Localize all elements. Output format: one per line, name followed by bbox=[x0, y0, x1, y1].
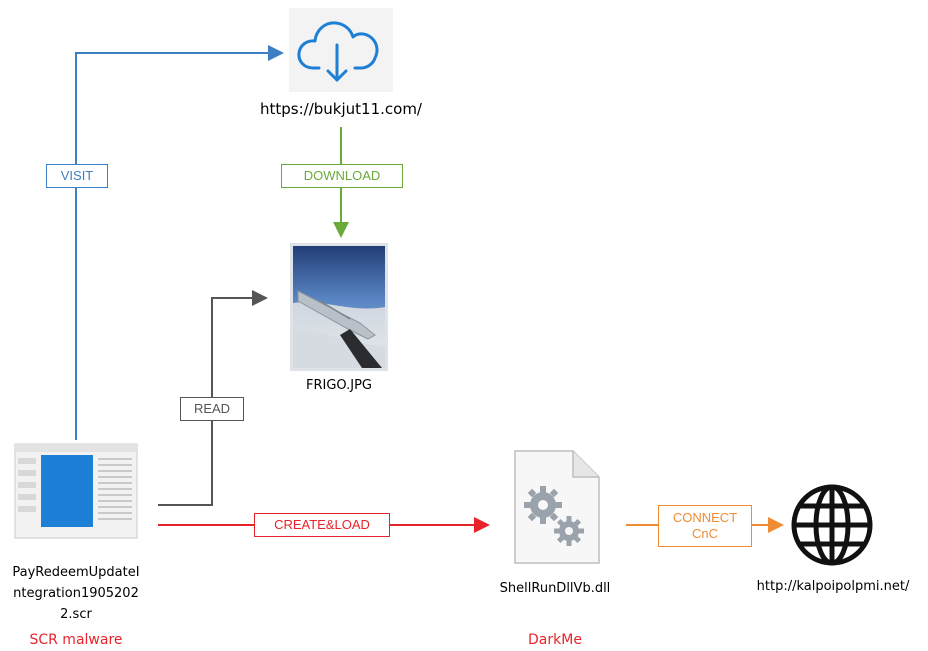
dll-node bbox=[507, 449, 603, 565]
edge-label-visit: VISIT bbox=[46, 164, 108, 188]
scr-window-icon bbox=[14, 443, 138, 539]
scr-filename-line-2: ntegration1905202 bbox=[13, 586, 139, 601]
dll-filename-label: ShellRunDllVb.dll bbox=[499, 581, 611, 596]
scr-node bbox=[14, 443, 138, 539]
edge-label-connect: CONNECT CnC bbox=[658, 505, 752, 547]
image-label: FRIGO.JPG bbox=[305, 378, 372, 393]
edge-label-create-load: CREATE&LOAD bbox=[254, 513, 390, 537]
scr-caption: SCR malware bbox=[29, 632, 123, 648]
edge-label-download: DOWNLOAD bbox=[281, 164, 403, 188]
scr-filename-label: PayRedeemUpdateI ntegration1905202 2.scr bbox=[4, 562, 148, 625]
globe-node bbox=[788, 481, 876, 569]
scr-filename-line-3: 2.scr bbox=[60, 607, 92, 622]
scr-filename-line-1: PayRedeemUpdateI bbox=[12, 565, 140, 580]
cloud-url-label: https://bukjut11.com/ bbox=[260, 100, 422, 118]
cloud-download-icon bbox=[297, 21, 379, 82]
dll-caption: DarkMe bbox=[528, 632, 582, 648]
edge-label-read: READ bbox=[180, 397, 244, 421]
dll-gear-file-icon bbox=[514, 450, 600, 564]
connect-label-line-2: CnC bbox=[691, 526, 718, 541]
connect-label-line-1: CONNECT bbox=[672, 510, 738, 525]
edge-visit bbox=[75, 45, 284, 440]
image-node bbox=[290, 243, 388, 371]
globe-icon bbox=[791, 484, 873, 566]
globe-url-label: http://kalpoipolpmi.net/ bbox=[756, 579, 910, 594]
photo-thumbnail-icon bbox=[290, 243, 388, 371]
cloud-node bbox=[289, 8, 393, 92]
